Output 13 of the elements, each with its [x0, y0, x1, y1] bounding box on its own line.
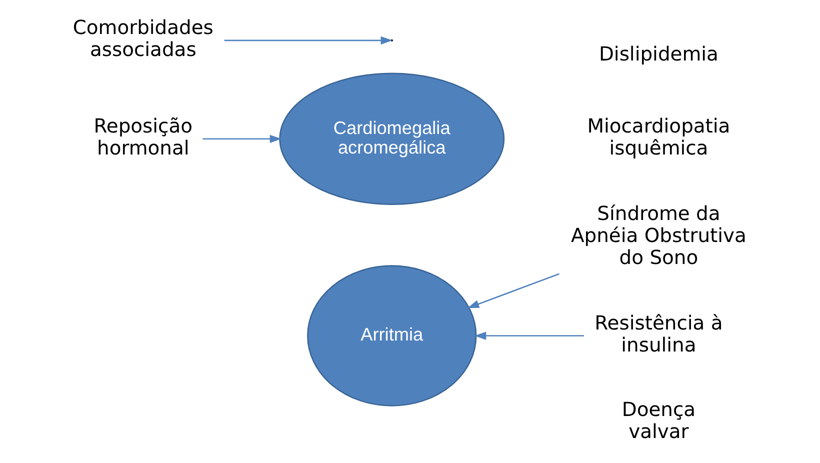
- arrow: [467, 273, 560, 308]
- node-text: Reposição hormonal: [94, 114, 193, 160]
- node-text: Doença valvar: [622, 398, 696, 444]
- arrow: [202, 134, 282, 143]
- arrow: [474, 332, 584, 340]
- node-text: Dislipidemia: [598, 42, 718, 66]
- node-text: Comorbidades associadas: [72, 16, 214, 61]
- node-text: Síndrome da Apnéia Obstrutiva do Sono: [571, 202, 746, 269]
- node-text: Miocardiopatia isquêmica: [587, 114, 730, 160]
- node-ellipse: Cardiomegalia acromegálica: [279, 72, 505, 205]
- node-ellipse: Arritmia: [307, 265, 477, 406]
- arrow: [224, 36, 392, 45]
- node-text: Resistência à insulina: [594, 311, 723, 356]
